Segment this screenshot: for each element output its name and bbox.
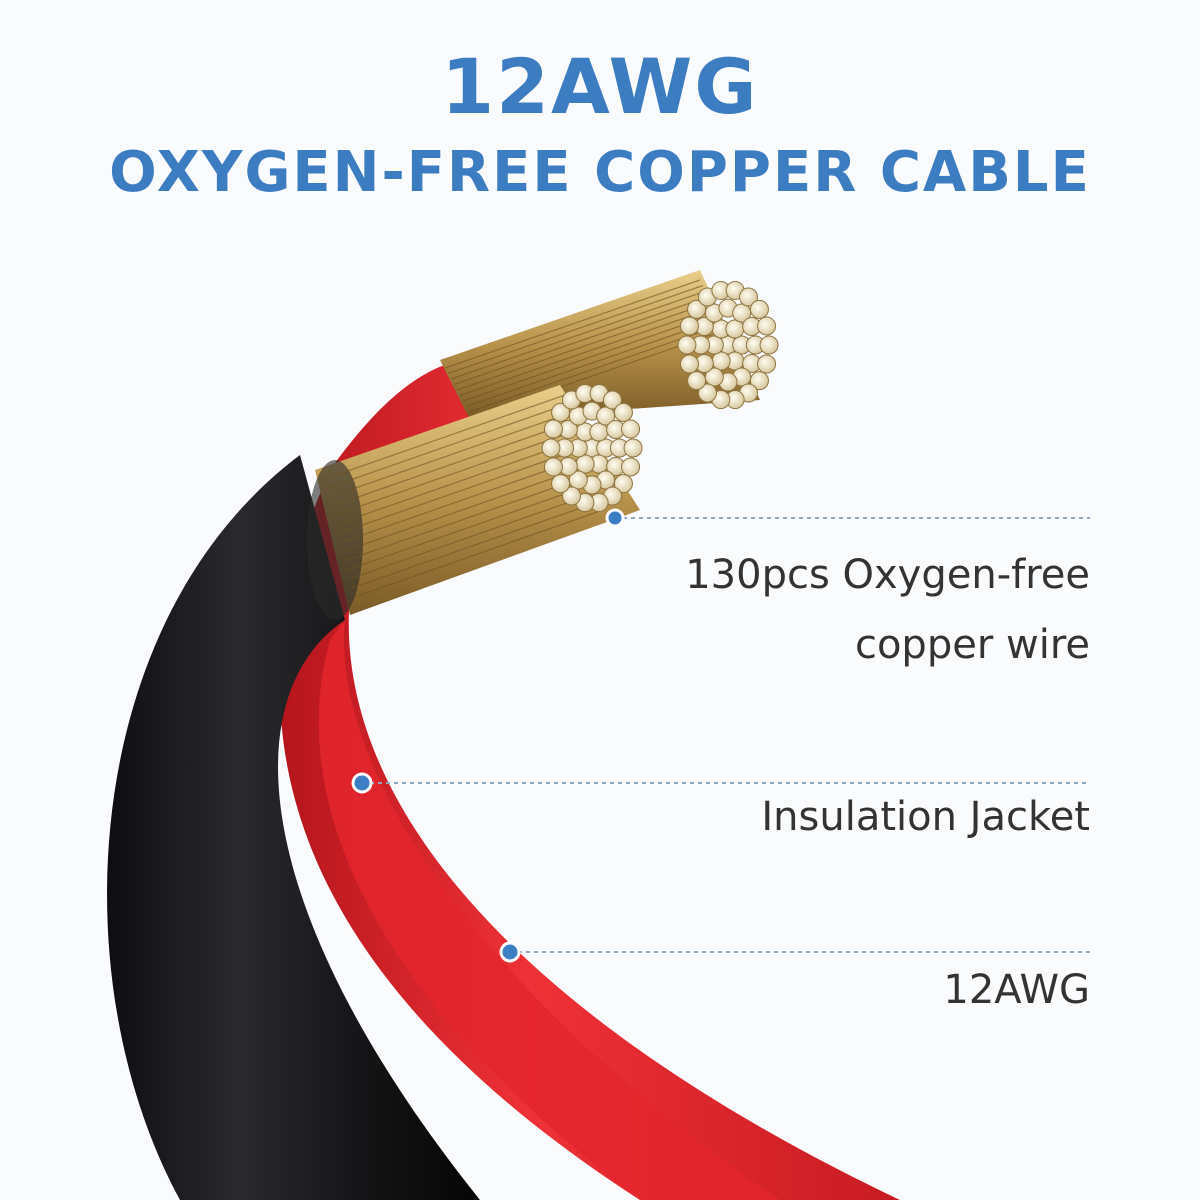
- copper-strand: [354, 511, 598, 598]
- copper-strand: [450, 290, 707, 380]
- copper-strand: [341, 466, 586, 553]
- copper-strand-end: [679, 354, 699, 374]
- copper-strand: [462, 312, 719, 402]
- copper-strand: [444, 279, 701, 369]
- copper-strand: [331, 430, 576, 517]
- callout-label-gauge: 12AWG: [943, 967, 1090, 1013]
- copper-strand-end: [613, 402, 633, 422]
- copper-strand-end: [543, 419, 563, 439]
- copper-strand: [344, 475, 588, 562]
- copper-strand: [447, 284, 704, 375]
- copper-strand-end: [551, 402, 571, 422]
- title-main: 12AWG: [441, 42, 759, 131]
- copper-strand: [459, 306, 716, 397]
- copper-strand: [453, 295, 710, 386]
- copper-strand-end: [679, 316, 699, 336]
- copper-strand-end: [711, 351, 731, 371]
- copper-strand-end: [613, 474, 633, 494]
- black-insulation-jacket: [107, 455, 480, 1200]
- copper-strand: [336, 448, 581, 535]
- copper-strand-end: [757, 354, 777, 374]
- copper-strand: [339, 457, 583, 544]
- copper-strands-front: [307, 383, 643, 620]
- callout-label-copper-wire: 130pcs Oxygen-free copper wire: [685, 552, 1090, 668]
- copper-strands-back: [440, 270, 779, 420]
- copper-strand: [346, 484, 591, 571]
- copper-strand: [465, 317, 722, 408]
- title-sub: OXYGEN-FREE COPPER CABLE: [109, 140, 1091, 205]
- copper-strand-end: [561, 486, 581, 506]
- copper-strand-end: [621, 419, 641, 439]
- copper-strand-end: [541, 438, 561, 458]
- copper-strand-end: [725, 319, 745, 339]
- copper-strand-end: [575, 454, 595, 474]
- copper-strand-end: [603, 390, 623, 410]
- copper-strand-end: [687, 299, 707, 319]
- copper-strand: [329, 421, 573, 508]
- copper-strand-end: [623, 438, 643, 458]
- copper-strand-end: [551, 474, 571, 494]
- copper-strand-end: [687, 371, 707, 391]
- copper-strand-end: [543, 457, 563, 477]
- copper-strand-end: [759, 335, 779, 355]
- callout-dot-wire: [605, 508, 625, 528]
- copper-strand-end: [749, 371, 769, 391]
- callout-dot-jacket: [351, 772, 373, 794]
- copper-strand-end: [739, 287, 759, 307]
- copper-strand: [351, 502, 596, 589]
- copper-strand-end: [749, 299, 769, 319]
- copper-strand-end: [757, 316, 777, 336]
- copper-strand: [349, 493, 593, 580]
- copper-strand: [321, 394, 566, 481]
- callout-dot-awg: [499, 941, 521, 963]
- copper-strand: [324, 403, 568, 490]
- copper-strand-end: [677, 335, 697, 355]
- copper-strand: [334, 439, 578, 526]
- red-jacket-highlight: [318, 620, 780, 1200]
- copper-strand-end: [589, 422, 609, 442]
- callout-label-insulation-jacket: Insulation Jacket: [761, 794, 1090, 840]
- copper-strand: [326, 412, 571, 499]
- copper-strand-end: [621, 457, 641, 477]
- copper-strand: [456, 301, 713, 391]
- copper-strand-end: [697, 383, 717, 403]
